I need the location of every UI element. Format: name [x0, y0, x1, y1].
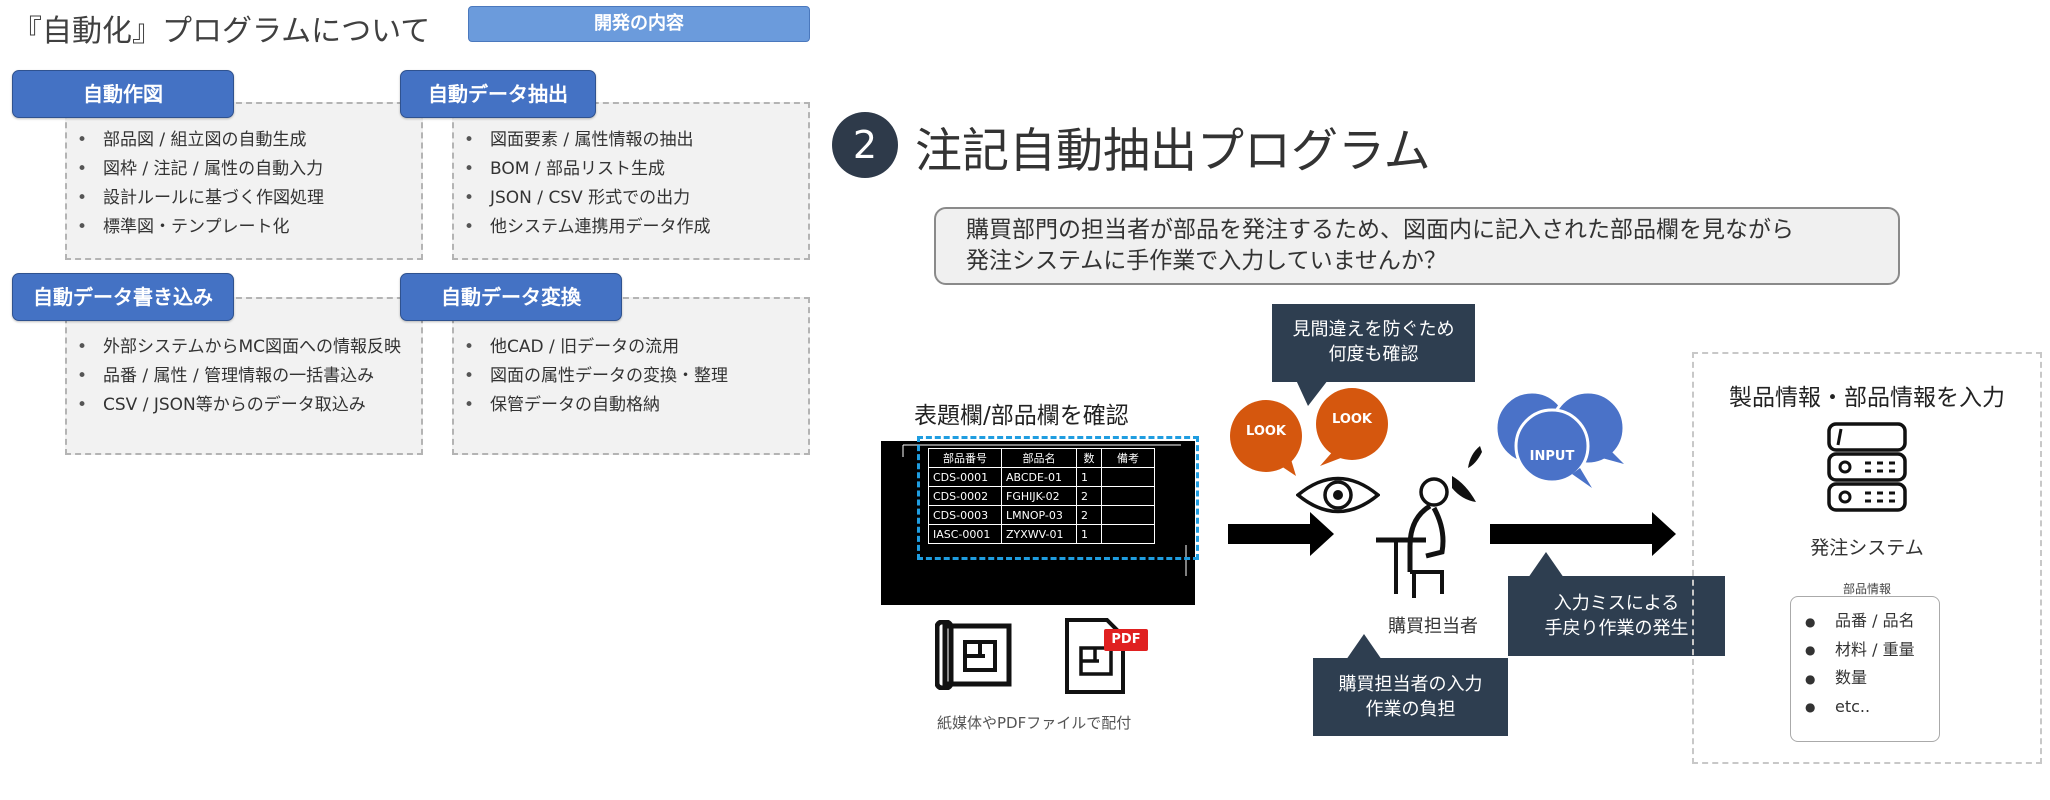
category-tag-auto-convert: 自動データ変換: [400, 273, 622, 321]
person-label: 購買担当者: [1388, 616, 1478, 637]
info-title: 部品情報: [1842, 582, 1891, 596]
info-item: 品番 / 品名: [1805, 607, 1939, 636]
look-bubble-icon: [1316, 388, 1388, 466]
highlight-frame: [917, 436, 1199, 560]
list-item: 図枠 / 注記 / 属性の自動入力: [77, 155, 421, 184]
callout-line-1: 入力ミスによる: [1553, 593, 1680, 614]
table-cell: CDS-0001: [928, 467, 1002, 487]
table-header-cell: 部品番号: [928, 448, 1002, 468]
look-label: LOOK: [1246, 424, 1286, 439]
category-tag-auto-extract: 自動データ抽出: [400, 70, 596, 118]
purchaser-person-icon: [1376, 446, 1482, 598]
table-cell: CDS-0003: [928, 505, 1002, 525]
list-item: CSV / JSON等からのデータ取込み: [77, 391, 421, 420]
list-item: 図面要素 / 属性情報の抽出: [464, 126, 808, 155]
callout-pointer: [1296, 380, 1328, 406]
callout-pointer: [1528, 552, 1564, 578]
input-title: 製品情報・部品情報を入力: [1729, 385, 2005, 411]
list-item: 部品図 / 組立図の自動生成: [77, 126, 421, 155]
drawing-preview: 部品番号 部品名 数 備考 CDS-0001 ABCDE-01 1 CDS-00…: [881, 441, 1195, 605]
system-label: 発注システム: [1810, 537, 1924, 559]
check-title-label: 表題欄/部品欄を確認: [914, 403, 1129, 429]
list-item: JSON / CSV 形式での出力: [464, 184, 808, 213]
table-header-cell: 備考: [1101, 448, 1155, 468]
table-cell: ZYXWV-01: [1001, 524, 1077, 544]
look-bubble-icon: [1230, 400, 1302, 476]
category-tag-auto-write: 自動データ書き込み: [12, 273, 234, 321]
callout-line-1: 購買担当者の入力: [1338, 674, 1483, 695]
table-row: CDS-0001 ABCDE-01 1: [928, 467, 1155, 487]
pdf-badge: PDF: [1104, 629, 1148, 651]
table-cell: LMNOP-03: [1001, 505, 1077, 525]
table-row: CDS-0002 FGHIJK-02 2: [928, 486, 1155, 506]
callout-line-2: 何度も確認: [1328, 344, 1419, 365]
program-title: 注記自動抽出プログラム: [915, 124, 1431, 179]
category-tag-auto-drawing: 自動作図: [12, 70, 234, 118]
callout-pointer: [1346, 634, 1382, 660]
question-line-2: 発注システムに手作業で入力していませんか？: [966, 248, 1447, 274]
server-icon: [1827, 422, 1907, 512]
callout-workload: 購買担当者の入力 作業の負担: [1313, 658, 1508, 736]
arrow-right-icon: [1490, 512, 1676, 556]
table-cell: IASC-0001: [928, 524, 1002, 544]
drawing-frame-lines: [902, 444, 1187, 576]
order-system-panel: [1692, 352, 2042, 764]
page-title: 『自動化』プログラムについて: [12, 14, 431, 49]
info-item: 材料 / 重量: [1805, 636, 1939, 665]
callout-line-2: 作業の負担: [1365, 699, 1456, 720]
blueprint-icon: [935, 620, 1012, 690]
callout-line-1: 見間違えを防ぐため: [1292, 319, 1455, 340]
panel-auto-convert: 他CAD / 旧データの流用 図面の属性データの変換・整理 保管データの自動格納: [452, 297, 810, 455]
list-item: 標準図・テンプレート化: [77, 213, 421, 242]
list-item: 図面の属性データの変換・整理: [464, 362, 808, 391]
panel-auto-drawing: 部品図 / 組立図の自動生成 図枠 / 注記 / 属性の自動入力 設計ルールに基…: [65, 102, 423, 260]
list-item: 設計ルールに基づく作図処理: [77, 184, 421, 213]
table-row: IASC-0001 ZYXWV-01 1: [928, 524, 1155, 544]
list-item: BOM / 部品リスト生成: [464, 155, 808, 184]
callout-recheck: 見間違えを防ぐため 何度も確認: [1272, 304, 1475, 382]
panel-auto-extract: 図面要素 / 属性情報の抽出 BOM / 部品リスト生成 JSON / CSV …: [452, 102, 810, 260]
list-item: 保管データの自動格納: [464, 391, 808, 420]
table-cell: [1101, 524, 1155, 544]
info-item: etc..: [1805, 693, 1939, 722]
distribution-label: 紙媒体やPDFファイルで配付: [937, 714, 1132, 732]
arrow-right-icon: [1228, 512, 1334, 556]
look-label: LOOK: [1332, 412, 1372, 427]
input-bubbles-icon: [1494, 390, 1626, 488]
callout-rework: 入力ミスによる 手戻り作業の発生: [1508, 576, 1725, 656]
callout-line-2: 手戻り作業の発生: [1544, 618, 1689, 639]
eye-icon: [1296, 476, 1380, 514]
parts-info-box: 品番 / 品名 材料 / 重量 数量 etc..: [1790, 596, 1940, 742]
parts-table: 部品番号 部品名 数 備考 CDS-0001 ABCDE-01 1 CDS-00…: [928, 448, 1155, 544]
step-number-badge: 2: [832, 112, 898, 178]
info-item: 数量: [1805, 664, 1939, 693]
question-box: 購買部門の担当者が部品を発注するため、図面内に記入された部品欄を見ながら 発注シ…: [934, 207, 1900, 285]
question-line-1: 購買部門の担当者が部品を発注するため、図面内に記入された部品欄を見ながら: [966, 217, 1794, 243]
list-item: 他CAD / 旧データの流用: [464, 333, 808, 362]
list-item: 他システム連携用データ作成: [464, 213, 808, 242]
list-item: 品番 / 属性 / 管理情報の一括書込み: [77, 362, 421, 391]
development-content-label: 開発の内容: [468, 6, 810, 42]
input-label: INPUT: [1529, 449, 1575, 464]
panel-auto-write: 外部システムからMC図面への情報反映 品番 / 属性 / 管理情報の一括書込み …: [65, 297, 423, 455]
list-item: 外部システムからMC図面への情報反映: [77, 333, 421, 362]
